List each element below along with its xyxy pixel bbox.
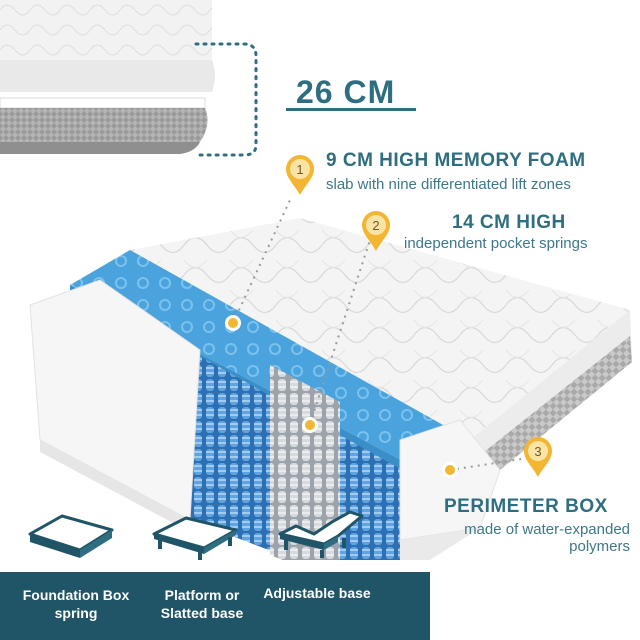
height-label: 26 CM — [296, 74, 396, 110]
marker-pin-2-icon: 2 — [362, 211, 390, 251]
box-spring-base-icon — [28, 514, 114, 558]
base-label-foundation: Foundation Box spring — [22, 587, 130, 621]
feature-3-subtitle: made of water-expanded polymers — [464, 521, 630, 555]
slatted-base-icon — [152, 516, 238, 560]
feature-1-subtitle: slab with nine differentiated lift zones — [326, 176, 571, 193]
height-underline — [286, 108, 416, 111]
mattress-edge-detail-image — [0, 0, 258, 157]
marker-pin-3-icon: 3 — [524, 437, 552, 477]
marker-pin-1-icon: 1 — [286, 155, 314, 195]
marker-number: 1 — [296, 162, 303, 177]
feature-1-title: 9 CM HIGH MEMORY FOAM — [326, 150, 586, 171]
mattress-cutaway-illustration — [29, 199, 632, 560]
base-label-adjustable: Adjustable base — [263, 585, 371, 601]
feature-2-subtitle: independent pocket springs — [404, 235, 588, 252]
feature-2-title: 14 CM HIGH — [452, 212, 566, 233]
marker-number: 3 — [534, 444, 541, 459]
feature-3-title: PERIMETER BOX — [444, 496, 608, 517]
adjustable-base-icon — [278, 510, 364, 558]
marker-number: 2 — [372, 218, 379, 233]
base-label-platform: Platform or Slatted base — [160, 587, 244, 621]
base-types-bar — [0, 572, 430, 640]
